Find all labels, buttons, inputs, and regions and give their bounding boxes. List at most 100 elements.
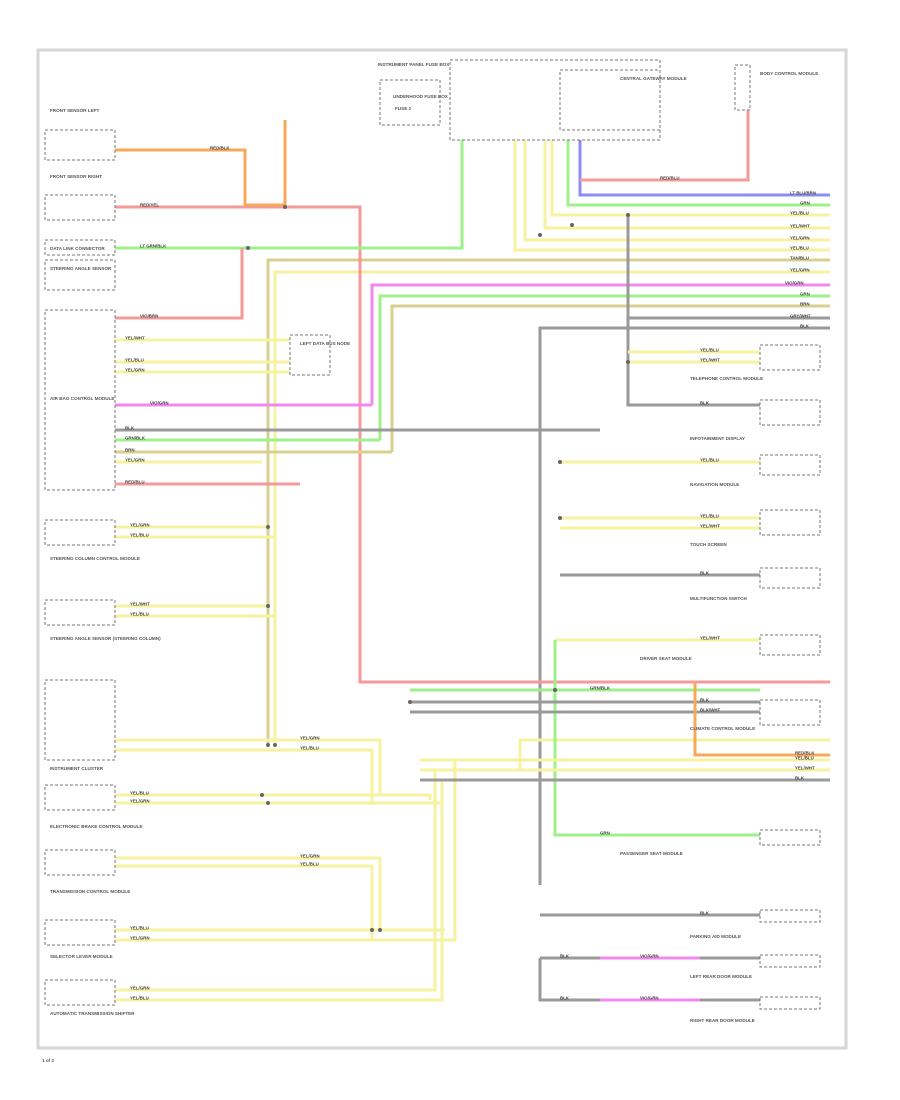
component-box [44,194,116,221]
wire: YEL/GRN [115,523,268,529]
component-left-6: STEERING ANGLE SENSOR (STEERING COLUMN) [44,599,161,641]
wire-label: YEL/GRN [130,936,150,941]
component-label: STEERING ANGLE SENSOR (STEERING COLUMN) [50,636,161,641]
wire-label: GRN [800,292,810,297]
wire: YEL/WHT [543,135,830,230]
wire: VIO/GRN [600,996,700,1002]
wire: BLK [410,698,760,704]
component-label: BODY CONTROL MODULE [760,71,818,76]
wire: YEL/BLU [560,458,760,464]
wire: BLK [540,911,760,917]
splice-node [246,246,250,250]
wire-label: BLK [700,401,710,406]
wire: BRN [115,448,392,454]
wire-path [513,135,830,252]
wire-path [115,864,374,940]
wire-label: YEL/BLU [130,996,149,1001]
wire: YEL/WHT [115,602,268,608]
wire-path [538,326,830,885]
wire-label: BLK/WHT [700,708,721,713]
component-right-9: PARKING AID MODULE [690,909,821,939]
wire: RED/BLK [115,120,287,207]
wire-label: YEL/BLU [790,246,809,251]
wire-path [115,120,287,207]
wire: YEL/BLU [115,533,275,539]
component-label: CLIMATE CONTROL MODULE [690,726,755,731]
wire-path [115,760,457,942]
wire: YEL/GRN [273,268,830,745]
splice-node [558,516,562,520]
wire: YEL/BLU [115,791,432,800]
component-left-4: AIR BAG CONTROL MODULE [44,309,116,491]
wire-label: BRN [800,302,810,307]
component-label: LEFT DATA BUS NODE [300,341,350,346]
wire-label: RED/BLK [795,751,815,756]
component-box [759,909,821,923]
component-box [759,399,821,426]
wire-path [378,294,830,440]
wire: GRN/BLK [115,436,380,442]
component-label: ELECTRONIC BRAKE CONTROL MODULE [50,824,143,829]
wire: YEL/BLU [115,926,445,932]
wire-path [523,135,830,242]
wire: YEL/GRN [523,135,830,242]
splice-node [266,801,270,805]
component-right-11: RIGHT REAR DOOR MODULE [690,996,821,1023]
component-box [759,344,821,371]
wire: LT BLU/BRN [578,135,830,197]
component-box [289,334,331,376]
splice-node [266,525,270,529]
splice-node [553,688,557,692]
component-right-8: PASSENGER SEAT MODULE [620,829,821,856]
wire: GRN [553,640,760,837]
wire: YEL/GRN [115,736,382,795]
wire: BLK/WHT [410,708,760,714]
component-box [44,599,116,626]
component-box [44,519,116,546]
wire-path [115,248,244,320]
wire-label: YEL/WHT [700,636,720,641]
component-top-center-b: UNDERHOOD FUSE BOX [379,79,449,126]
component-right-2: INFOTAINMENT DISPLAY [690,399,821,441]
wire-label: YEL/GRN [790,268,810,273]
wire: LT GRN/BLK [115,135,464,250]
wire-path [370,283,830,405]
splice-node [558,460,562,464]
component-top-far-right: BODY CONTROL MODULE [734,64,818,111]
component-right-4: TOUCH SCREEN [690,509,821,547]
component-left-5: STEERING COLUMN CONTROL MODULE [44,519,140,561]
component-left-9: TRANSMISSION CONTROL MODULE [44,849,130,894]
wire-path [578,135,830,197]
wire: YEL/BLU [115,780,444,1002]
wire-label: YEL/GRN [125,458,145,463]
wire-label: YEL/BLU [130,926,149,931]
wire: TAN/BLU [266,256,830,745]
component-label: MULTIFUNCTION SWITCH [690,596,747,601]
wire: RED/BLU [115,480,300,486]
splice-node [273,743,277,747]
component-left-3: DATA LINK CONNECTOR [44,239,116,256]
wire-label: BLK [700,911,710,916]
wire: YEL/BLU [420,756,830,762]
wire-label: RED/YEL [140,203,159,208]
wire: RED/YEL [115,203,830,684]
wire-path [273,270,830,745]
wire-label: YEL/GRN [300,736,320,741]
component-box [759,954,821,968]
wire-label: YEL/BLU [700,348,719,353]
splice-node [266,604,270,608]
wire-path [543,135,830,230]
wire: BLK [538,958,760,1002]
wire-path [553,640,760,837]
component-label: TOUCH SCREEN [690,542,727,547]
wire-label: YEL/WHT [130,602,150,607]
component-left-11: AUTOMATIC TRANSMISSION SHIFTER [44,979,135,1016]
wire-label: GRN [600,831,610,836]
splice-node [626,360,630,364]
wire-label: RED/BLK [210,146,230,151]
component-label: NAVIGATION MODULE [690,482,739,487]
wire-path [566,135,830,207]
wire-label: YEL/GRN [130,799,150,804]
component-right-1: TELEPHONE CONTROL MODULE [690,344,821,381]
component-label: INSTRUMENT PANEL FUSE BOX [378,62,450,67]
